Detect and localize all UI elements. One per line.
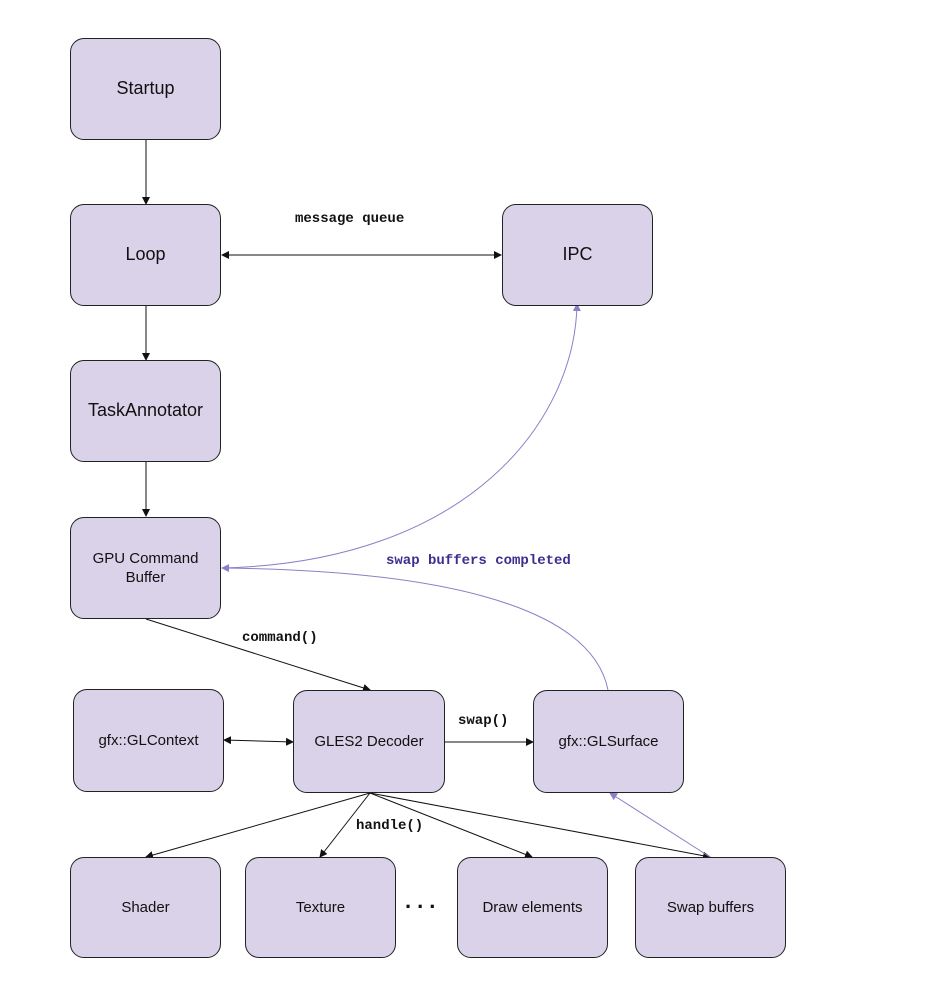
edge-glsurface-gpu-async <box>221 564 609 691</box>
edge-label-handle: handle() <box>356 818 424 834</box>
node-gl-context-label: gfx::GLContext <box>98 731 199 749</box>
node-gles2-decoder: GLES2 Decoder <box>293 690 445 793</box>
edge-glcontext-decoder <box>223 736 294 746</box>
edge-gpu-ipc-async <box>221 303 581 569</box>
edge-label-message-queue: message queue <box>295 211 405 227</box>
edge-gpu-decoder <box>145 618 371 692</box>
node-task-annotator-label: TaskAnnotator <box>87 400 204 421</box>
ellipsis: ... <box>405 888 442 913</box>
node-texture-label: Texture <box>295 898 346 916</box>
node-task-annotator: TaskAnnotator <box>70 360 221 462</box>
node-startup: Startup <box>70 38 221 140</box>
node-gpu-command-buffer: GPU Command Buffer <box>70 517 221 619</box>
node-gl-context: gfx::GLContext <box>73 689 224 792</box>
node-startup-label: Startup <box>116 78 175 99</box>
edge-decoder-draw <box>369 792 533 859</box>
node-gl-surface-label: gfx::GLSurface <box>558 732 659 750</box>
node-ipc-label: IPC <box>562 244 593 265</box>
node-loop-label: Loop <box>125 244 166 265</box>
node-gles2-decoder-label: GLES2 Decoder <box>314 732 424 750</box>
node-swap-buffers: Swap buffers <box>635 857 786 958</box>
edge-decoder-swapbuffers <box>369 792 711 860</box>
node-shader-label: Shader <box>121 898 170 916</box>
node-ipc: IPC <box>502 204 653 306</box>
edge-decoder-texture <box>319 792 371 858</box>
edge-label-swap: swap() <box>458 713 509 729</box>
node-loop: Loop <box>70 204 221 306</box>
edge-label-swap-buffers-completed: swap buffers completed <box>386 553 571 569</box>
node-draw-elements-label: Draw elements <box>482 898 583 916</box>
node-swap-buffers-label: Swap buffers <box>666 898 755 916</box>
node-draw-elements: Draw elements <box>457 857 608 958</box>
node-gpu-command-buffer-label: GPU Command Buffer <box>92 549 199 587</box>
edge-decoder-shader <box>145 792 371 859</box>
node-shader: Shader <box>70 857 221 958</box>
node-texture: Texture <box>245 857 396 958</box>
node-gl-surface: gfx::GLSurface <box>533 690 684 793</box>
edge-swapbuffers-glsurface <box>609 792 711 858</box>
edge-label-command: command() <box>242 630 318 646</box>
